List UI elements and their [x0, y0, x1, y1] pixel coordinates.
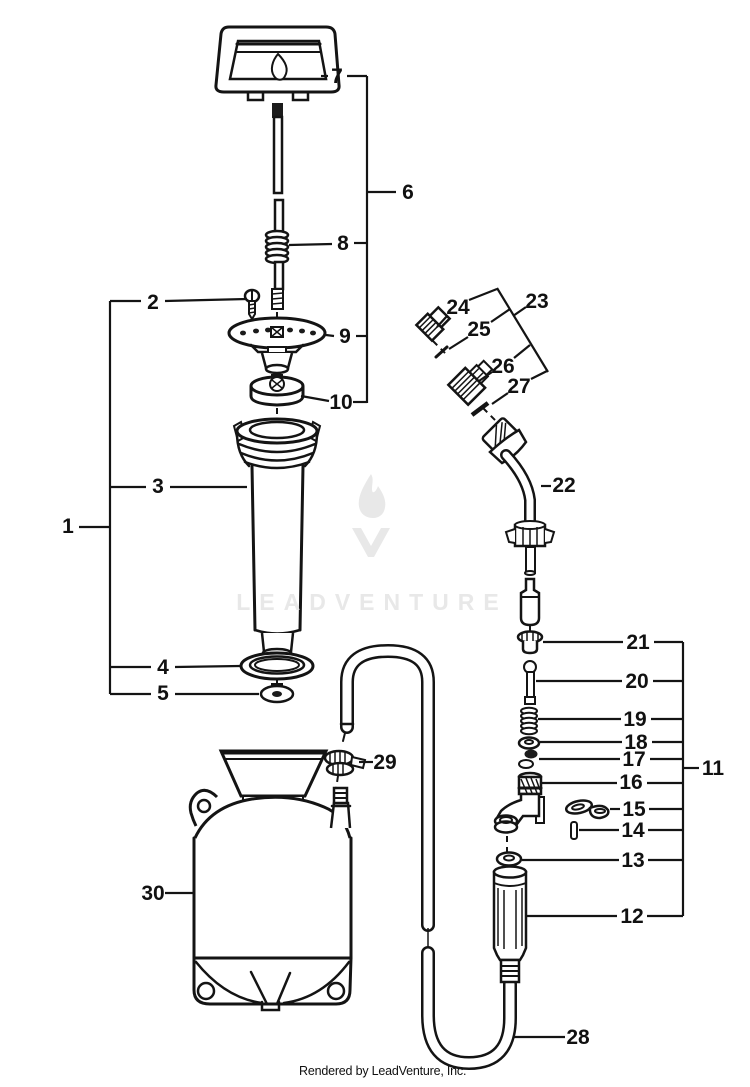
flame-icon — [358, 474, 386, 519]
spray-wand — [481, 417, 556, 627]
spring-icon — [264, 229, 290, 265]
callout-22[interactable]: 22 — [552, 474, 575, 497]
check-valve-cup — [249, 372, 305, 425]
callout-20[interactable]: 20 — [625, 670, 648, 693]
callout-28[interactable]: 28 — [566, 1026, 590, 1049]
wand-axis-dash — [482, 407, 497, 422]
callout-23[interactable]: 23 — [525, 290, 548, 313]
foot-valve — [259, 679, 295, 704]
pump-cylinder — [232, 417, 322, 659]
callout-16[interactable]: 16 — [619, 771, 642, 794]
callout-11[interactable]: 11 — [702, 757, 725, 780]
callout-29[interactable]: 29 — [373, 751, 396, 774]
pin-14 — [570, 821, 578, 840]
callout-4[interactable]: 4 — [157, 656, 169, 679]
v-logo-icon — [352, 528, 390, 557]
callout-5[interactable]: 5 — [157, 682, 169, 705]
nozzle-washer-edge — [434, 345, 449, 359]
callout-27[interactable]: 27 — [507, 375, 530, 398]
callout-9[interactable]: 9 — [339, 325, 351, 348]
callout-24[interactable]: 24 — [446, 296, 470, 319]
pump-cap — [227, 316, 327, 375]
pump-rod — [264, 103, 290, 328]
callout-25[interactable]: 25 — [467, 318, 491, 341]
callout-8[interactable]: 8 — [337, 232, 349, 255]
callout-1[interactable]: 1 — [62, 515, 74, 538]
tank — [188, 749, 353, 1012]
valve-body-16 — [493, 771, 545, 852]
nozzle-tip — [414, 305, 452, 343]
callout-7[interactable]: 7 — [331, 65, 343, 88]
watermark-text: LEADVENTURE — [236, 589, 508, 615]
ball-seat-17 — [518, 749, 538, 769]
callout-17[interactable]: 17 — [622, 748, 645, 771]
callout-21[interactable]: 21 — [626, 631, 650, 654]
callout-3[interactable]: 3 — [152, 475, 164, 498]
top-bracket-lines — [288, 74, 396, 404]
valve-cap-21 — [516, 626, 544, 655]
callout-14[interactable]: 14 — [621, 819, 645, 842]
right-bracket-lines — [522, 640, 699, 918]
callout-18[interactable]: 18 — [624, 731, 648, 754]
callout-6[interactable]: 6 — [402, 181, 414, 204]
callout-12[interactable]: 12 — [620, 905, 643, 928]
grip-12 — [492, 865, 528, 984]
washer-13 — [495, 851, 523, 867]
elbow-washer-edge — [470, 401, 490, 417]
trigger-clip-15 — [564, 799, 610, 820]
callout-26[interactable]: 26 — [491, 355, 514, 378]
watermark: LEADVENTURE — [236, 474, 508, 615]
pump-handle — [214, 25, 341, 102]
o-ring — [239, 651, 315, 681]
nozzle-axis-dash — [432, 340, 449, 357]
hose-clamp — [323, 749, 367, 790]
callout-15[interactable]: 15 — [622, 798, 646, 821]
valve-spring-19 — [520, 706, 538, 736]
callout-13[interactable]: 13 — [621, 849, 644, 872]
valve-stem-20 — [523, 660, 537, 705]
nozzle-bracket-lines — [436, 287, 549, 405]
callout-2[interactable]: 2 — [147, 291, 159, 314]
callout-30[interactable]: 30 — [141, 882, 164, 905]
misc-leader-lines — [165, 484, 565, 1039]
washer-18 — [517, 736, 541, 750]
callout-19[interactable]: 19 — [623, 708, 646, 731]
wand-nut — [504, 520, 556, 548]
screw — [243, 288, 261, 321]
render-credit: Rendered by LeadVenture, Inc. — [299, 1064, 467, 1078]
callout-10[interactable]: 10 — [329, 391, 352, 414]
left-bracket-lines — [79, 297, 259, 696]
hose — [339, 643, 517, 1071]
